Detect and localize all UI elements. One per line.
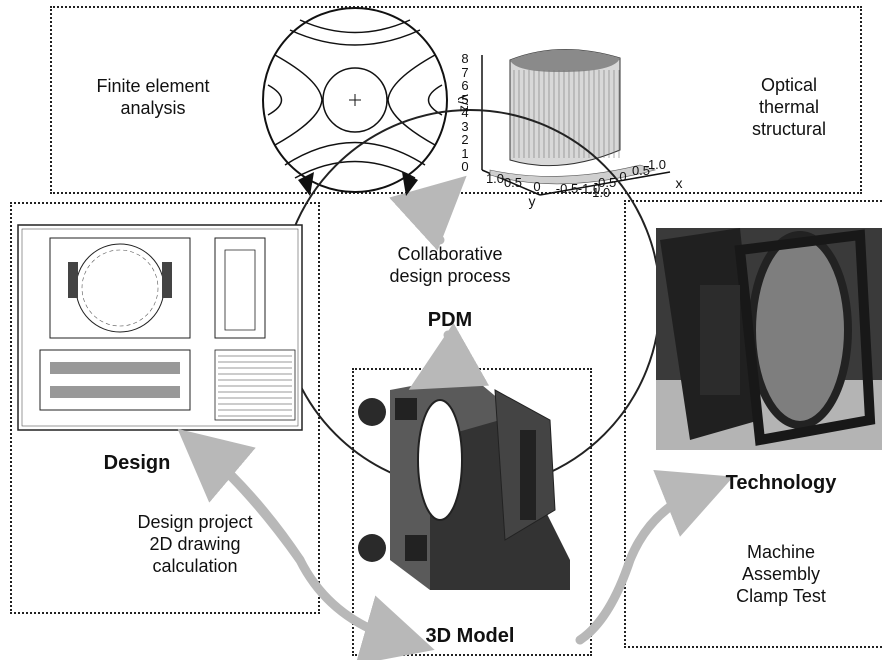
pdm-label: PDM (427, 309, 473, 331)
x-tick-label: 1.0 (647, 157, 667, 172)
y-tick-label: 0.5 (503, 175, 523, 190)
z-tick-label: 1 (461, 145, 469, 161)
design-desc: Design project 2D drawing calculation (137, 512, 253, 576)
technology-photo (656, 228, 882, 450)
y-tick-label: 1.0 (485, 171, 505, 186)
z-tick-label: 5 (461, 91, 469, 107)
z-tick-label: 7 (461, 64, 469, 80)
z-tick-label: 0 (461, 159, 469, 174)
z-tick-label: 3 (461, 118, 469, 134)
xlabel: x (675, 175, 683, 191)
technology-panel (624, 200, 882, 648)
x-tick-label: 0.5 (631, 163, 651, 178)
y-tick-label: 0 (533, 179, 541, 194)
design-title: Design (103, 452, 171, 474)
design-panel (10, 202, 320, 614)
model-title: 3D Model (425, 625, 515, 647)
y-tick-label: -1.0 (587, 185, 611, 200)
z-tick-label: 6 (461, 78, 469, 93)
y-tick-label: -0.5 (555, 181, 579, 196)
model-render (358, 375, 570, 590)
contour-plot (262, 7, 448, 193)
engineering-drawing (17, 224, 303, 431)
x-tick-label: -1.0 (577, 181, 601, 196)
optical-label: Optical thermal structural (751, 75, 827, 139)
process-arrows (177, 175, 734, 660)
z-tick-label: 2 (461, 132, 469, 147)
pointer-arrows (298, 172, 418, 196)
technology-desc: Machine Assembly Clamp Test (736, 542, 826, 606)
ylabel: y (528, 193, 536, 209)
fea-label: Finite element analysis (96, 76, 210, 118)
x-tick-label: 0 (619, 169, 627, 184)
surface-plot (481, 48, 671, 196)
x-tick-label: -0.5 (593, 175, 617, 190)
z-tick-label: 4 (461, 105, 469, 120)
collab-label: Collaborative design process (389, 244, 511, 286)
technology-title: Technology (725, 472, 837, 494)
z-tick-label: 8 (461, 51, 469, 66)
